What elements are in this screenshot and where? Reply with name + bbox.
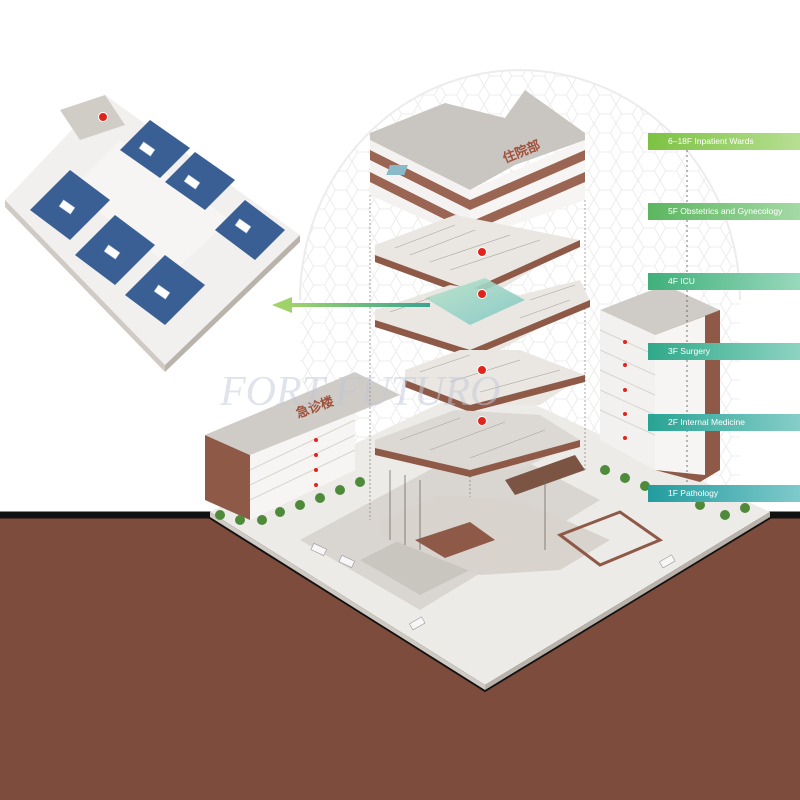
soil-block	[0, 511, 800, 800]
location-markers	[477, 247, 487, 426]
floor-label-1: 1F Pathology	[648, 485, 800, 502]
floor-3-slab	[405, 350, 585, 412]
icu-pointer-arrow	[272, 297, 430, 313]
cars	[310, 542, 676, 631]
floor-1-pavilion	[380, 455, 664, 575]
floor-label-5: 5F Obstetrics and Gynecology	[648, 203, 800, 220]
marker-floor-5	[477, 247, 487, 257]
floor-label-3: 3F Surgery	[648, 343, 800, 360]
floor-4-slab-icu	[375, 278, 590, 357]
marker-floor-3	[477, 365, 487, 375]
floor-label-6-18: 6–18F Inpatient Wards	[648, 133, 800, 150]
right-building	[599, 285, 720, 482]
floor-2-slab	[375, 410, 580, 477]
floor-label-2: 2F Internal Medicine	[648, 414, 800, 431]
marker-floor-4	[477, 289, 487, 299]
floor-label-4: 4F ICU	[648, 273, 800, 290]
emergency-building: 急诊楼	[205, 372, 400, 520]
watermark: FORT FUTURO	[219, 369, 500, 415]
icu-detail-inset	[5, 95, 300, 372]
inpatient-tower: 住院部	[370, 90, 585, 240]
marker-floor-2	[477, 416, 487, 426]
inset-marker	[98, 112, 108, 122]
